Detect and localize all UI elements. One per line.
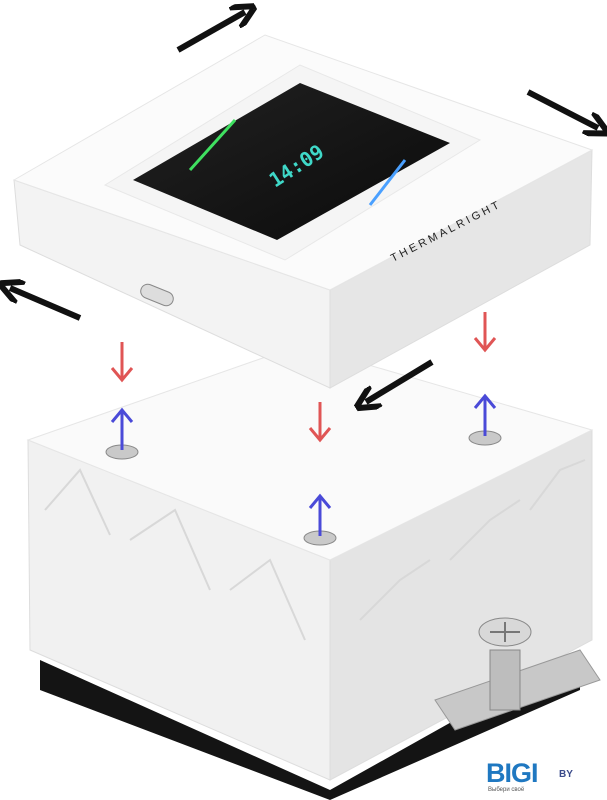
down-arrow	[110, 342, 134, 383]
up-arrow	[308, 493, 332, 536]
down-arrow	[308, 402, 332, 443]
down-arrow	[473, 312, 497, 353]
watermark-logo: BIGI BY Выбери своё	[486, 758, 604, 798]
up-arrow	[473, 393, 497, 436]
spring	[489, 649, 521, 711]
base-top-face	[26, 344, 594, 561]
move-arrow-down-left	[366, 359, 434, 402]
base-block	[26, 344, 594, 800]
move-arrow-up-right	[176, 12, 245, 53]
up-arrow	[110, 407, 134, 450]
move-arrow-right	[526, 89, 598, 128]
base-plate	[40, 650, 580, 800]
move-arrow-left	[10, 288, 82, 321]
screws	[105, 430, 502, 546]
up-arrows	[110, 393, 497, 536]
move-arrows	[10, 12, 598, 402]
down-arrows	[110, 312, 497, 443]
logo-tagline: Выбери своё	[488, 787, 525, 793]
logo-name: BIGI	[486, 758, 539, 788]
lcd-screen	[133, 83, 450, 240]
mounting-clamp	[434, 617, 601, 731]
display-cap: 14:09 THERMALRIGHT	[12, 34, 594, 389]
logo-suffix: BY	[559, 769, 573, 780]
usb-c-port	[140, 283, 174, 307]
